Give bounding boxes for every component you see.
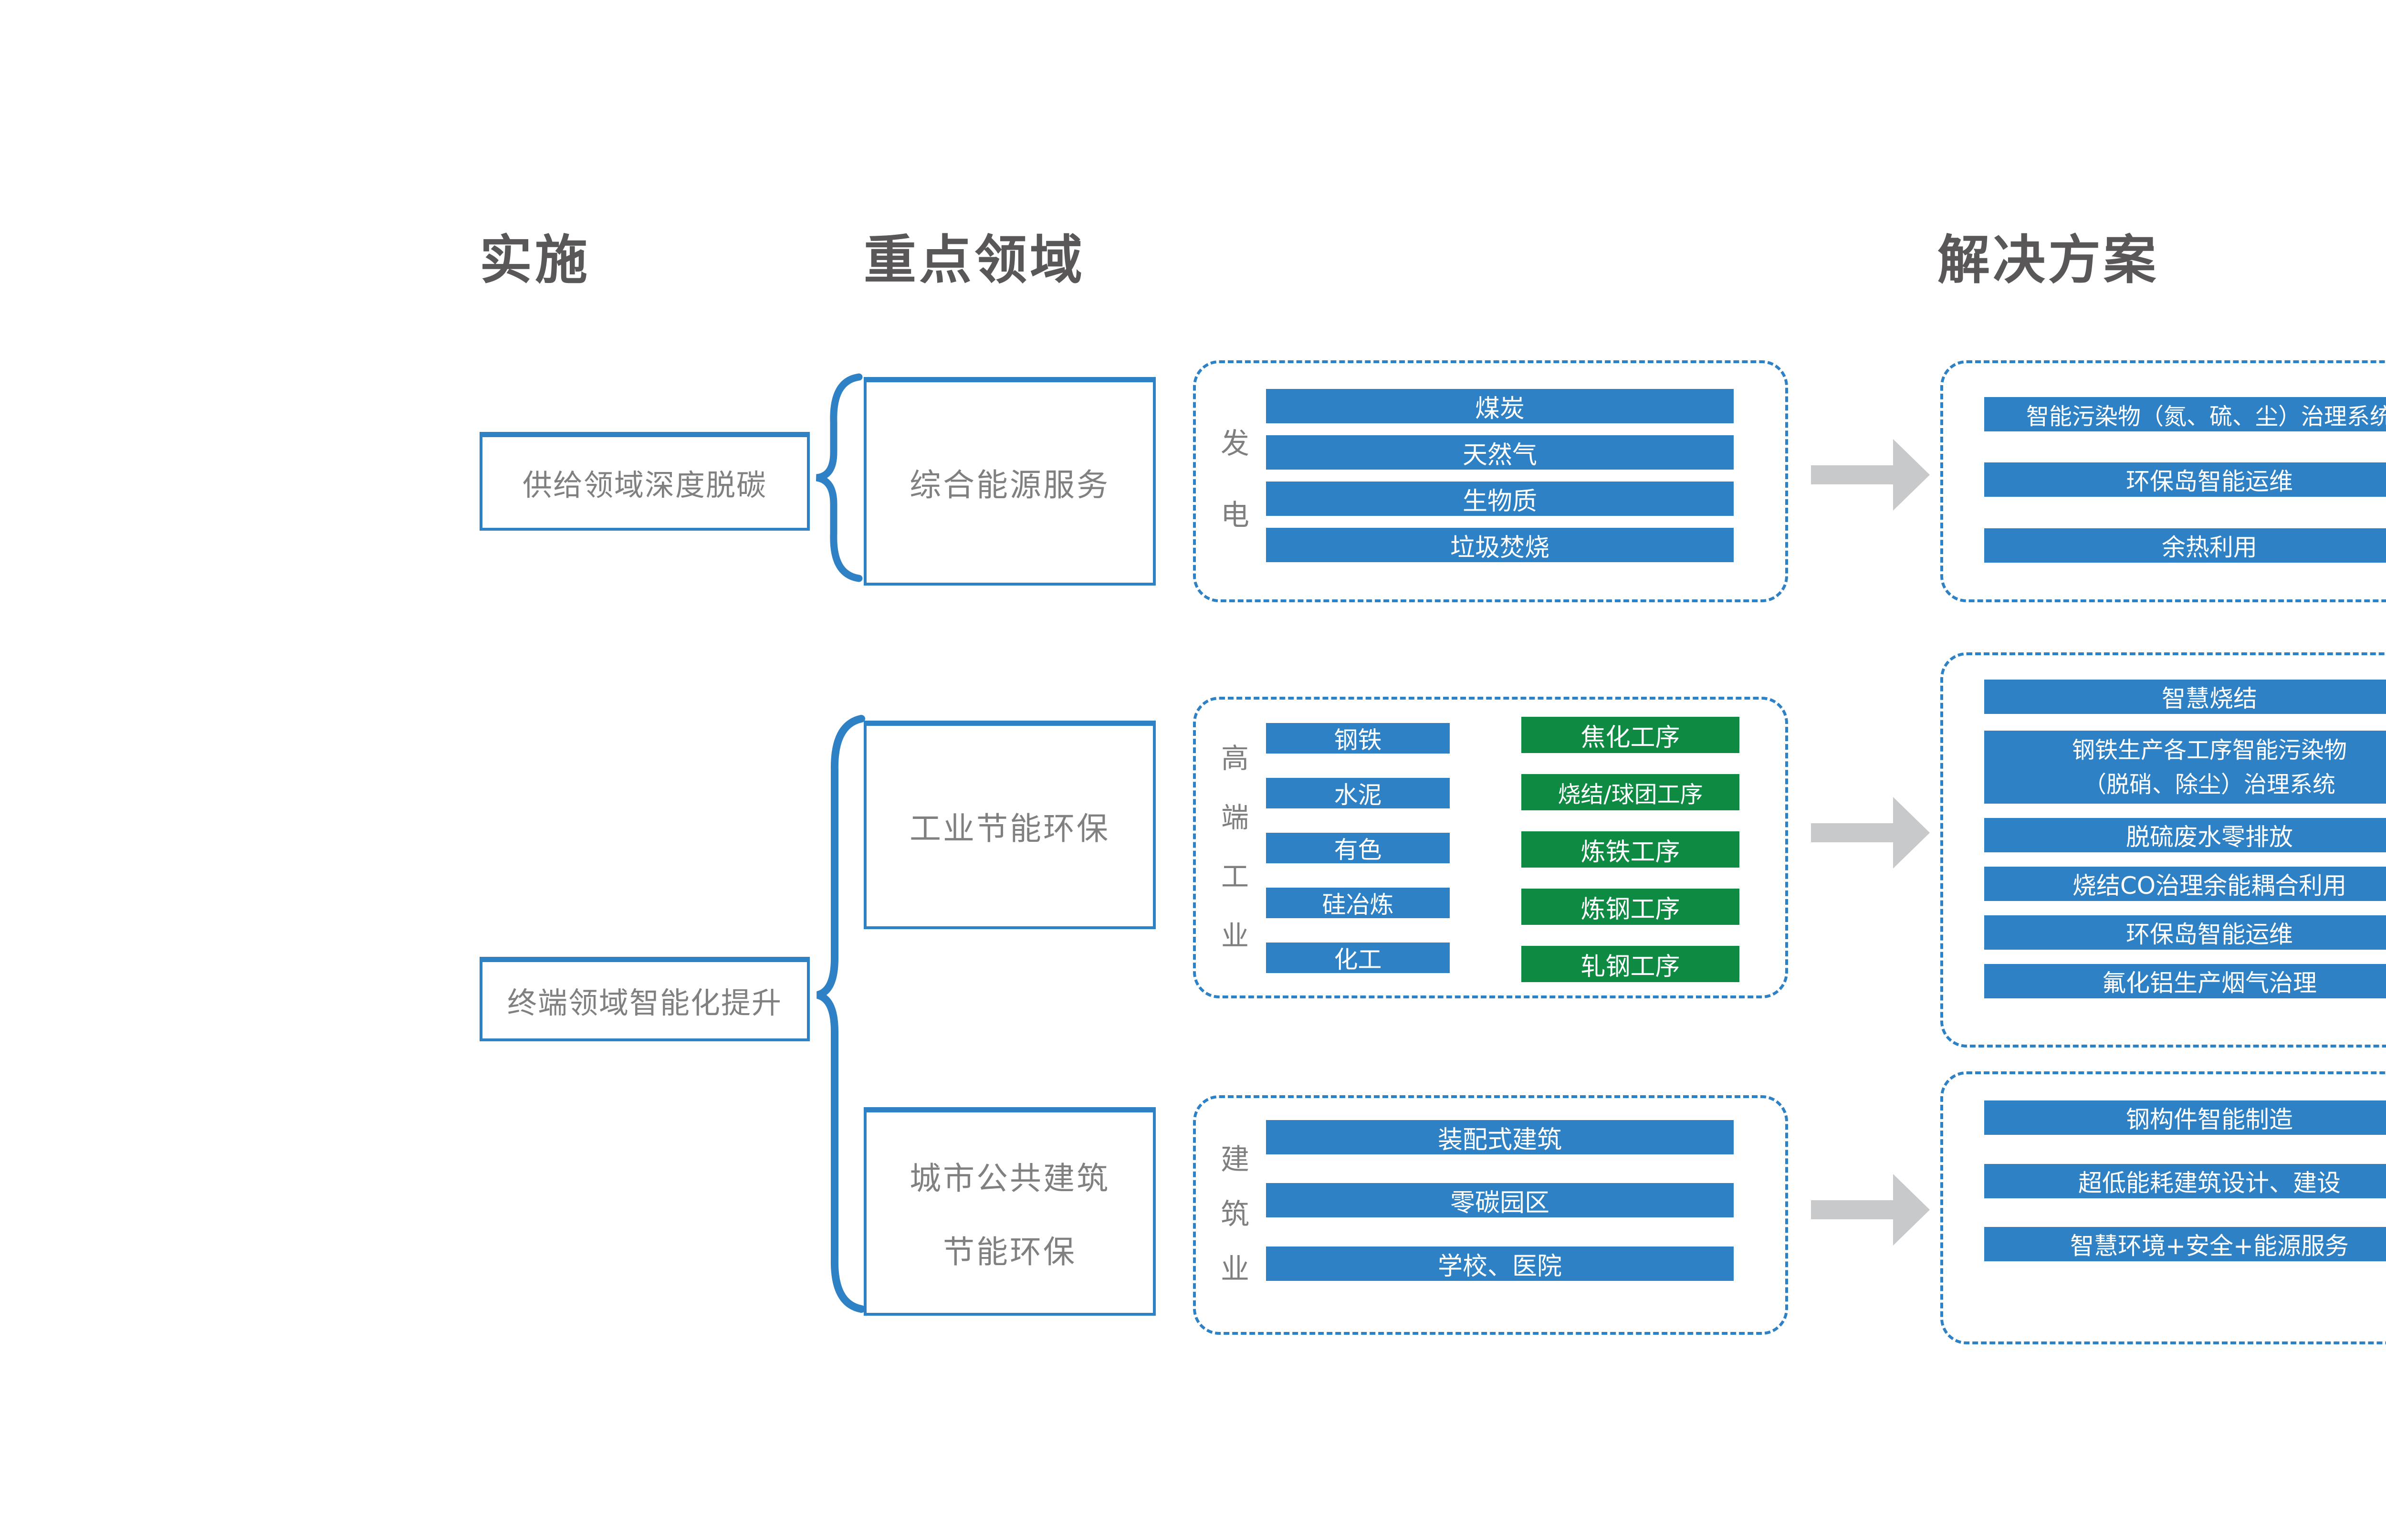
industry-item-bar: 钢铁 xyxy=(1266,723,1450,754)
industry-item-bar: 化工 xyxy=(1266,943,1450,974)
building-char-3: 业 xyxy=(1221,1253,1249,1286)
solution-bar: 智慧环境+安全+能源服务 xyxy=(1984,1227,2386,1261)
heading-key-areas: 重点领域 xyxy=(864,230,1085,291)
building-item-bar: 学校、医院 xyxy=(1266,1247,1734,1281)
arrow-building-icon xyxy=(1811,1174,1930,1246)
goal-box-terminal: 终端领域智能化提升 xyxy=(480,957,810,1041)
area-energy-label: 综合能源服务 xyxy=(910,467,1110,503)
area-building-line2: 节能环保 xyxy=(943,1234,1077,1270)
solution-bar: 脱硫废水零排放 xyxy=(1984,818,2386,852)
industry-char-2: 端 xyxy=(1221,801,1249,834)
goal-terminal-label: 终端领域智能化提升 xyxy=(507,985,782,1020)
area-building-line1: 城市公共建筑 xyxy=(910,1160,1110,1197)
solution-bar: 钢铁生产各工序智能污染物（脱硝、除尘）治理系统 xyxy=(1984,731,2386,804)
industry-process-bar: 焦化工序 xyxy=(1521,717,1739,753)
building-item-bar: 零碳园区 xyxy=(1266,1183,1734,1217)
goal-box-supply: 供给领域深度脱碳 xyxy=(480,432,810,531)
industry-process-bar: 轧钢工序 xyxy=(1521,946,1739,982)
building-char-2: 筑 xyxy=(1221,1198,1249,1231)
solution-bar: 余热利用 xyxy=(1984,528,2386,563)
area-box-building: 城市公共建筑 节能环保 xyxy=(864,1107,1156,1316)
goal-supply-label: 供给领域深度脱碳 xyxy=(522,468,767,503)
area-box-industry: 工业节能环保 xyxy=(864,721,1156,929)
industry-process-bar: 炼钢工序 xyxy=(1521,889,1739,925)
area-building-label: 城市公共建筑 节能环保 xyxy=(910,1153,1110,1272)
power-char-1: 发 xyxy=(1221,427,1249,461)
sector-power-category: 发 电 xyxy=(1211,430,1259,530)
building-char-1: 建 xyxy=(1221,1143,1249,1176)
heading-implementation: 实施 xyxy=(480,230,590,291)
solution-bar: 氟化铝生产烟气治理 xyxy=(1984,964,2386,998)
industry-item-bar: 水泥 xyxy=(1266,778,1450,809)
arrow-industry-icon xyxy=(1811,797,1930,869)
power-item-bar: 垃圾焚烧 xyxy=(1266,528,1734,562)
solution-bar: 环保岛智能运维 xyxy=(1984,462,2386,497)
solution-bar: 烧结CO治理余能耦合利用 xyxy=(1984,867,2386,901)
industry-process-bar: 炼铁工序 xyxy=(1521,831,1739,868)
power-item-bar: 天然气 xyxy=(1266,435,1734,470)
heading-solutions: 解决方案 xyxy=(1937,230,2159,291)
industry-process-bar: 烧结/球团工序 xyxy=(1521,774,1739,810)
power-item-bar: 生物质 xyxy=(1266,482,1734,516)
industry-item-bar: 有色 xyxy=(1266,833,1450,864)
sector-building-category: 建 筑 业 xyxy=(1211,1145,1259,1284)
industry-char-3: 工 xyxy=(1221,860,1249,893)
industry-item-bar: 硅冶炼 xyxy=(1266,888,1450,919)
building-item-bar: 装配式建筑 xyxy=(1266,1120,1734,1154)
power-char-2: 电 xyxy=(1221,499,1249,532)
solution-bar: 智能污染物（氮、硫、尘）治理系统 xyxy=(1984,397,2386,431)
power-item-bar: 煤炭 xyxy=(1266,389,1734,423)
industry-char-4: 业 xyxy=(1221,920,1249,952)
solution-bar: 智慧烧结 xyxy=(1984,680,2386,714)
solution-bar: 超低能耗建筑设计、建设 xyxy=(1984,1164,2386,1198)
industry-char-1: 高 xyxy=(1221,742,1249,775)
solution-bar-text: 钢铁生产各工序智能污染物（脱硝、除尘）治理系统 xyxy=(2072,736,2347,798)
solution-bar: 钢构件智能制造 xyxy=(1984,1100,2386,1135)
area-box-energy: 综合能源服务 xyxy=(864,377,1156,586)
brace-supply xyxy=(816,373,863,582)
arrow-power-icon xyxy=(1811,439,1930,511)
area-industry-label: 工业节能环保 xyxy=(910,810,1110,847)
solution-bar: 环保岛智能运维 xyxy=(1984,915,2386,950)
sector-industry-category: 高 端 工 业 xyxy=(1211,744,1259,950)
brace-terminal xyxy=(816,715,865,1313)
